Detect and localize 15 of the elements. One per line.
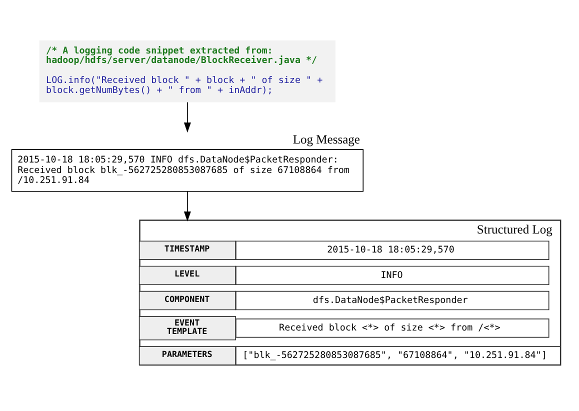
- node-box: ["blk_-562725280853087685", "67108864", "10.251.91.84"]: [236, 346, 561, 365]
- node-box: Received block <*> of size <*> from /<*>: [236, 318, 550, 338]
- node-box: COMPONENT: [138, 290, 236, 310]
- node-box: TIMESTAMP: [138, 240, 236, 260]
- node-box: /* A logging code snippet extracted from: hadoop/hdfs/server/datanode/BlockReceiver.java */ LOG.info("Received block " + block + " of size " + block.getNumBytes() + " from " + inAddr);: [39, 40, 336, 102]
- node-box: 2015-10-18 18:05:29,570: [236, 240, 550, 260]
- node-box: EVENT TEMPLATE: [138, 316, 236, 340]
- arrow: [184, 190, 191, 221]
- node-box: INFO: [236, 265, 550, 285]
- node-label: Log Message: [292, 132, 360, 146]
- node-box: LEVEL: [138, 265, 236, 285]
- arrow: [184, 101, 191, 132]
- node-box: 2015-10-18 18:05:29,570 INFO dfs.DataNode$PacketResponder: Received block blk_-562725280853087685 of size 67108864 from /10.251.91.84: [11, 148, 364, 192]
- node-box: dfs.DataNode$PacketResponder: [236, 290, 550, 310]
- node-box: PARAMETERS: [138, 346, 236, 365]
